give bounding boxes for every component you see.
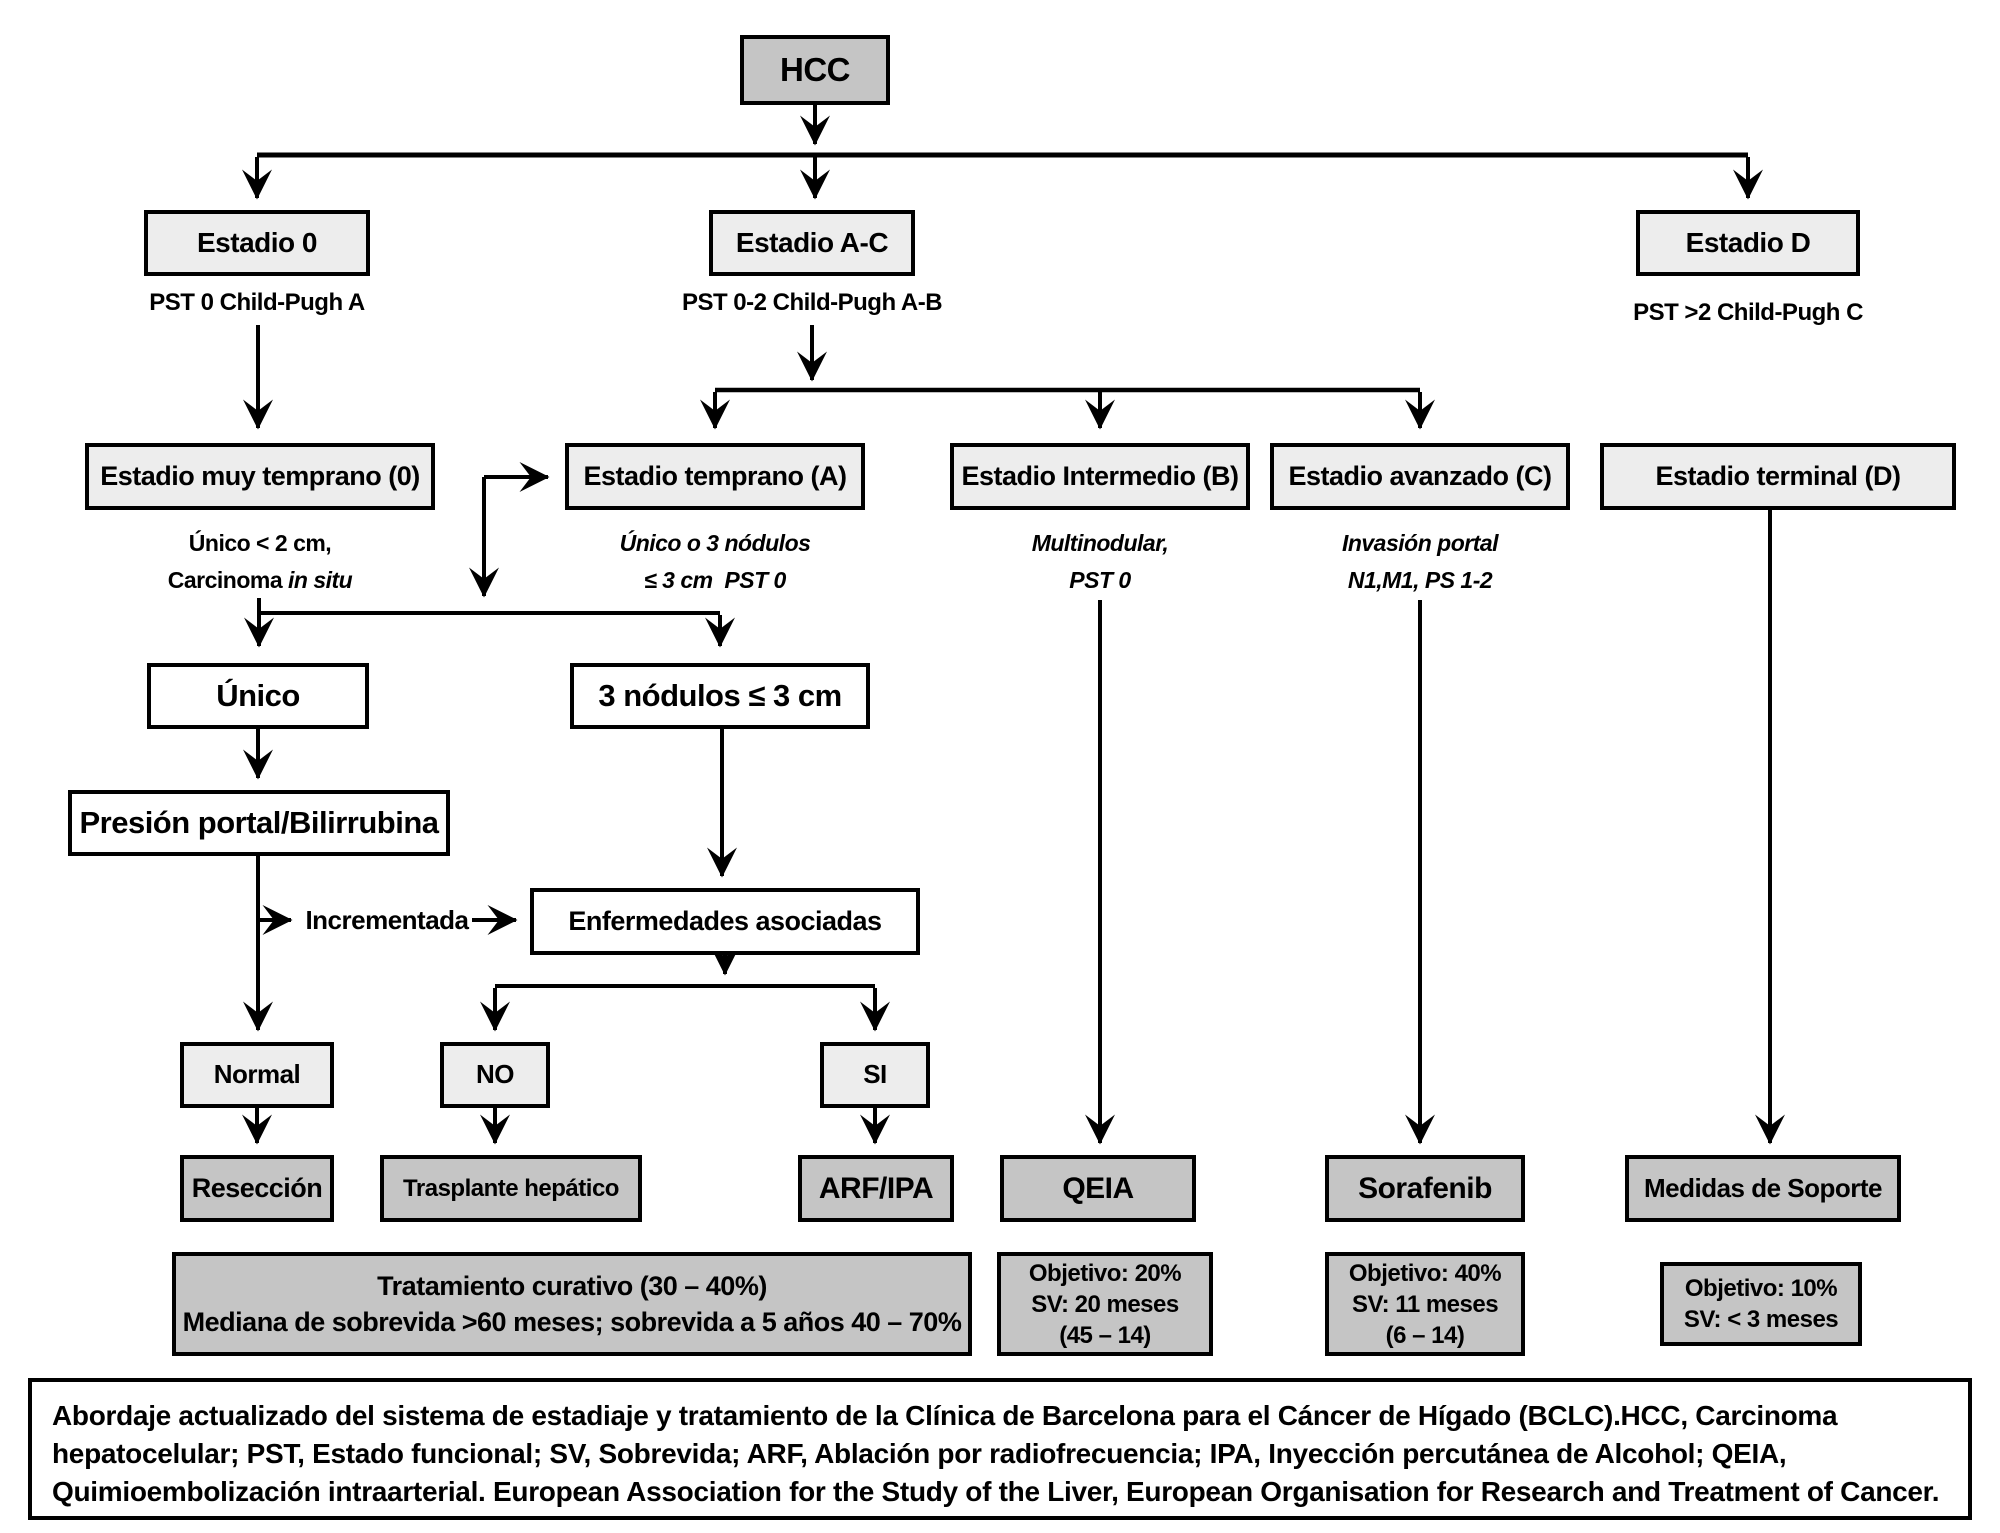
sublabel-avanzado-line2: N1,M1, PS 1-2 <box>1347 567 1493 593</box>
caption-line2: hepatocelular; PST, Estado funcional; SV… <box>52 1438 1787 1469</box>
node-estadio-temprano: Estadio temprano (A) <box>565 443 865 510</box>
sublabel-estadio-d: PST >2 Child-Pugh C <box>1633 299 1863 326</box>
node-estadio-avanzado: Estadio avanzado (C) <box>1270 443 1570 510</box>
figure-caption: Abordaje actualizado del sistema de esta… <box>28 1378 1972 1520</box>
sublabel-muy-temprano-line1: Único < 2 cm, <box>188 530 332 556</box>
node-estadio-terminal: Estadio terminal (D) <box>1600 443 1956 510</box>
outcome-qeia: Objetivo: 20% SV: 20 meses (45 – 14) <box>997 1252 1213 1356</box>
node-normal: Normal <box>180 1042 334 1108</box>
sublabel-temprano-line1: Único o 3 nódulos <box>619 530 811 556</box>
node-estadio-0: Estadio 0 <box>144 210 370 276</box>
outcome-sorafenib: Objetivo: 40% SV: 11 meses (6 – 14) <box>1325 1252 1525 1356</box>
node-unico: Único <box>147 663 369 729</box>
outcome-sorafenib-line3: (6 – 14) <box>1385 1321 1465 1349</box>
outcome-tratamiento-curativo: Tratamiento curativo (30 – 40%) Mediana … <box>172 1252 972 1356</box>
sublabel-avanzado-line1: Invasión portal <box>1341 530 1499 556</box>
sublabel-temprano-line2: ≤ 3 cm PST 0 <box>644 567 786 593</box>
caption-line1: Abordaje actualizado del sistema de esta… <box>52 1400 1838 1431</box>
outcome-curativo-line2: Mediana de sobrevida >60 meses; sobrevid… <box>182 1307 962 1337</box>
sublabel-muy-temprano-line2: Carcinoma in situ <box>167 567 353 593</box>
node-3-nodulos: 3 nódulos ≤ 3 cm <box>570 663 870 729</box>
node-estadio-muy-temprano: Estadio muy temprano (0) <box>85 443 435 510</box>
outcome-curativo-line1: Tratamiento curativo (30 – 40%) <box>377 1271 767 1301</box>
sublabel-intermedio-line2: PST 0 <box>1069 567 1131 593</box>
sublabel-temprano: Único o 3 nódulos ≤ 3 cm PST 0 <box>535 525 895 599</box>
sublabel-intermedio-line1: Multinodular, <box>1031 530 1169 556</box>
outcome-qeia-line2: SV: 20 meses <box>1031 1290 1179 1318</box>
node-presion-portal-bilirrubina: Presión portal/Bilirrubina <box>68 790 450 856</box>
outcome-qeia-line1: Objetivo: 20% <box>1028 1259 1182 1287</box>
treatment-trasplante-hepatico: Trasplante hepático <box>380 1155 642 1222</box>
treatment-qeia: QEIA <box>1000 1155 1196 1222</box>
treatment-medidas-de-soporte: Medidas de Soporte <box>1625 1155 1901 1222</box>
sublabel-estadio-0: PST 0 Child-Pugh A <box>149 289 365 316</box>
outcome-sorafenib-line2: SV: 11 meses <box>1351 1290 1499 1318</box>
treatment-reseccion: Resección <box>180 1155 334 1222</box>
label-incrementada: Incrementada <box>305 905 469 935</box>
sublabel-avanzado: Invasión portal N1,M1, PS 1-2 <box>1240 525 1600 599</box>
sublabel-estadio-a-c: PST 0-2 Child-Pugh A-B <box>681 289 943 316</box>
sublabel-intermedio: Multinodular, PST 0 <box>920 525 1280 599</box>
outcome-sorafenib-line1: Objetivo: 40% <box>1348 1259 1502 1287</box>
node-estadio-a-c: Estadio A-C <box>709 210 915 276</box>
treatment-arf-ipa: ARF/IPA <box>798 1155 954 1222</box>
node-enfermedades-asociadas: Enfermedades asociadas <box>530 888 920 955</box>
outcome-soporte: Objetivo: 10% SV: < 3 meses <box>1660 1262 1862 1346</box>
node-no: NO <box>440 1042 550 1108</box>
node-estadio-intermedio: Estadio Intermedio (B) <box>950 443 1250 510</box>
outcome-qeia-line3: (45 – 14) <box>1059 1321 1151 1349</box>
caption-line3: Quimioembolización intraarterial. Europe… <box>52 1476 1940 1507</box>
sublabel-muy-temprano: Único < 2 cm, Carcinoma in situ <box>80 525 440 599</box>
outcome-soporte-line1: Objetivo: 10% <box>1684 1275 1838 1302</box>
outcome-soporte-line2: SV: < 3 meses <box>1683 1306 1839 1333</box>
node-si: SI <box>820 1042 930 1108</box>
treatment-sorafenib: Sorafenib <box>1325 1155 1525 1222</box>
node-hcc: HCC <box>740 35 890 105</box>
node-estadio-d: Estadio D <box>1636 210 1860 276</box>
